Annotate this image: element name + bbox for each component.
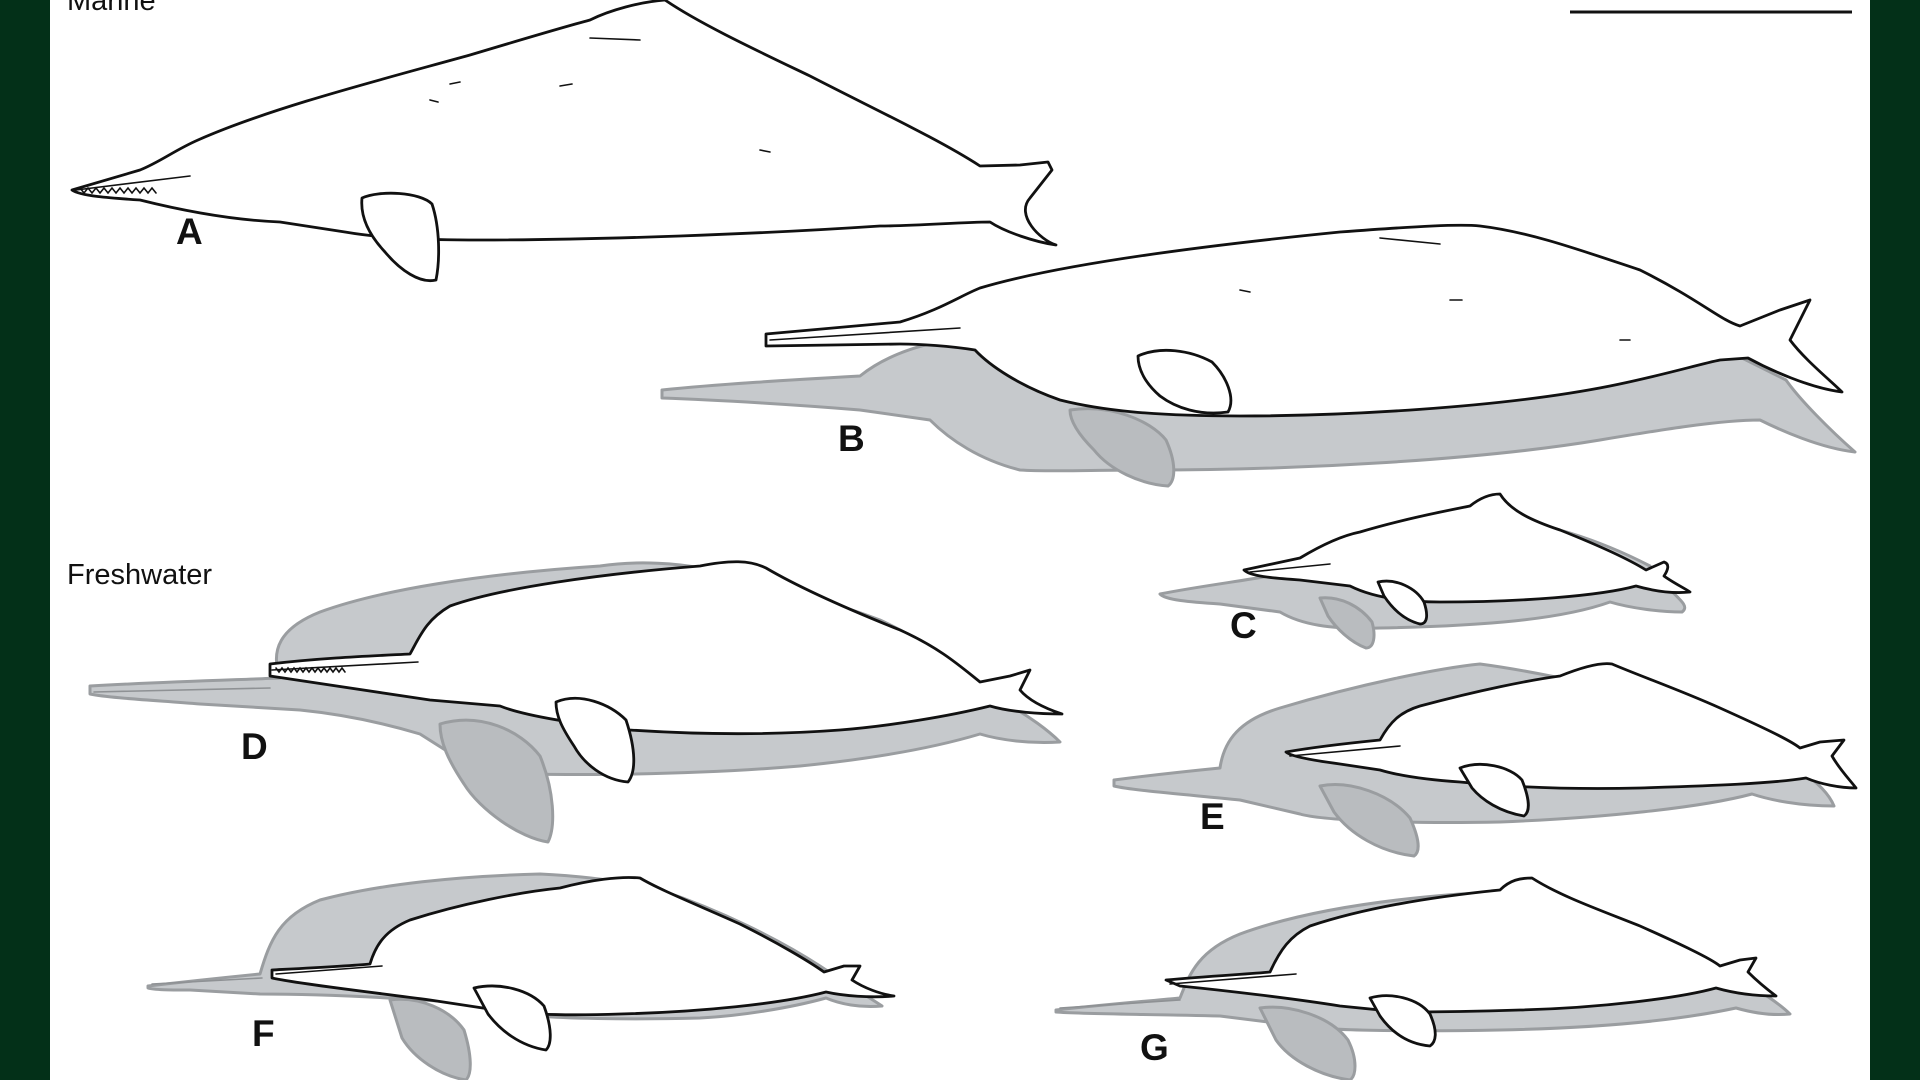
marine-heading: Marine bbox=[67, 0, 156, 17]
scale-bar: 1 m bbox=[1570, 0, 1852, 14]
label-e: E bbox=[1200, 796, 1225, 837]
dolphin-a bbox=[70, 0, 1058, 283]
label-f: F bbox=[252, 1013, 275, 1054]
label-b: B bbox=[838, 418, 865, 459]
freshwater-heading: Freshwater bbox=[67, 559, 212, 591]
dolphin-g bbox=[1054, 876, 1792, 1080]
scale-bar-label: 1 m bbox=[1696, 0, 1726, 2]
label-g: G bbox=[1140, 1027, 1169, 1068]
label-c: C bbox=[1230, 605, 1257, 646]
dolphin-f bbox=[146, 872, 896, 1080]
dolphin-e bbox=[1112, 662, 1858, 858]
dolphin-b bbox=[660, 223, 1857, 488]
label-a: A bbox=[176, 211, 203, 252]
label-d: D bbox=[241, 726, 268, 767]
dolphin-c bbox=[1158, 492, 1692, 650]
dolphin-d bbox=[88, 560, 1064, 844]
